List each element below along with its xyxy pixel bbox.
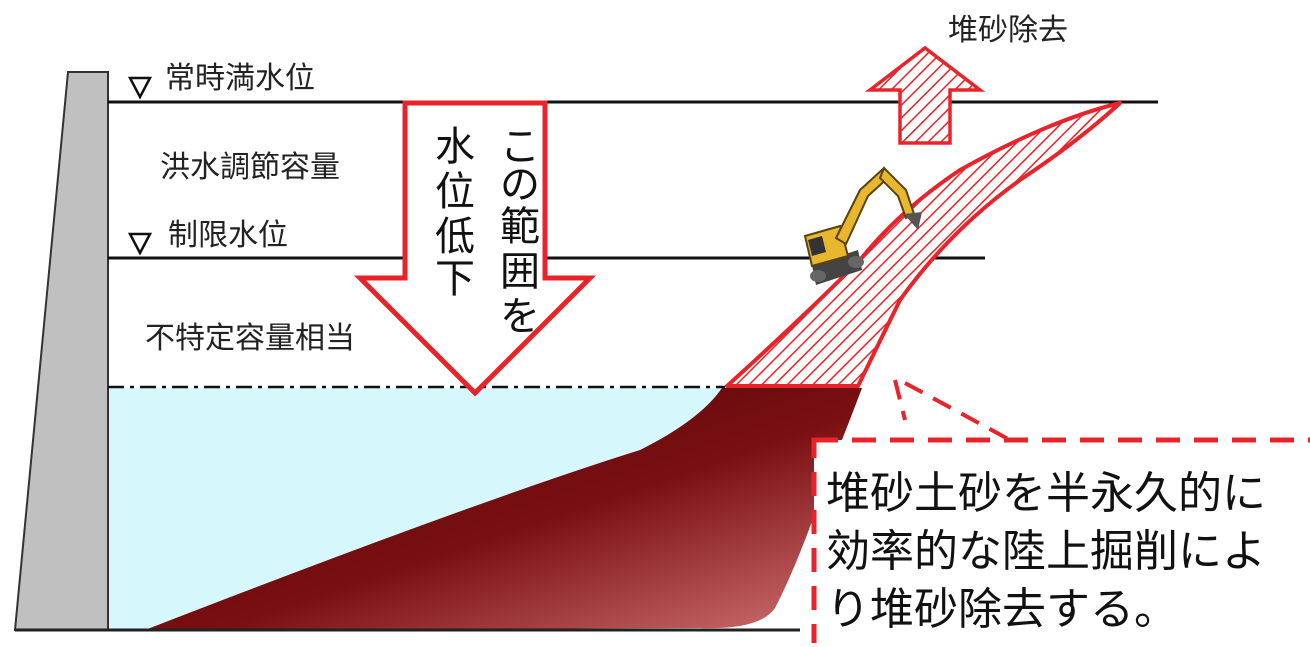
arrow-char: こ xyxy=(500,124,540,170)
reservoir-water xyxy=(108,388,730,630)
restricted-level-label: 制限水位 xyxy=(168,218,288,253)
callout-line-1: 堆砂土砂を半永久的に xyxy=(826,468,1266,519)
callout-box xyxy=(811,437,1310,647)
flood-control-capacity-label: 洪水調節容量 xyxy=(160,150,340,185)
dam-body xyxy=(13,71,109,631)
level-marker-icon xyxy=(127,76,153,100)
normal-full-level-label: 常時満水位 xyxy=(165,61,315,96)
water-level-drop-arrow xyxy=(353,100,597,397)
callout-line-2: 効率的な陸上掘削によ xyxy=(826,526,1266,577)
arrow-char: 範 xyxy=(500,204,540,250)
arrow-char: 低 xyxy=(435,214,475,260)
arrow-char: 下 xyxy=(435,256,475,302)
unspecified-capacity-label: 不特定容量相当 xyxy=(145,321,355,356)
sediment-removal-arrow xyxy=(864,45,986,145)
arrow-text-line1: こ の 範 囲 を xyxy=(500,124,540,340)
arrow-text-line2: 水 位 低 下 xyxy=(435,124,475,302)
arrow-char: 水 xyxy=(435,124,475,170)
level-marker-icon xyxy=(127,232,153,256)
arrow-char: の xyxy=(500,162,540,208)
excavation-zone xyxy=(725,101,1122,388)
callout-pointer xyxy=(893,379,1011,442)
arrow-char: 囲 xyxy=(500,249,540,295)
sediment-deposit xyxy=(145,388,862,630)
sediment-removal-label: 堆砂除去 xyxy=(948,13,1068,48)
callout-line-3: り堆砂除去する。 xyxy=(826,584,1178,635)
excavator-icon xyxy=(803,166,922,285)
arrow-char: 位 xyxy=(435,169,475,215)
arrow-char: を xyxy=(500,294,540,340)
